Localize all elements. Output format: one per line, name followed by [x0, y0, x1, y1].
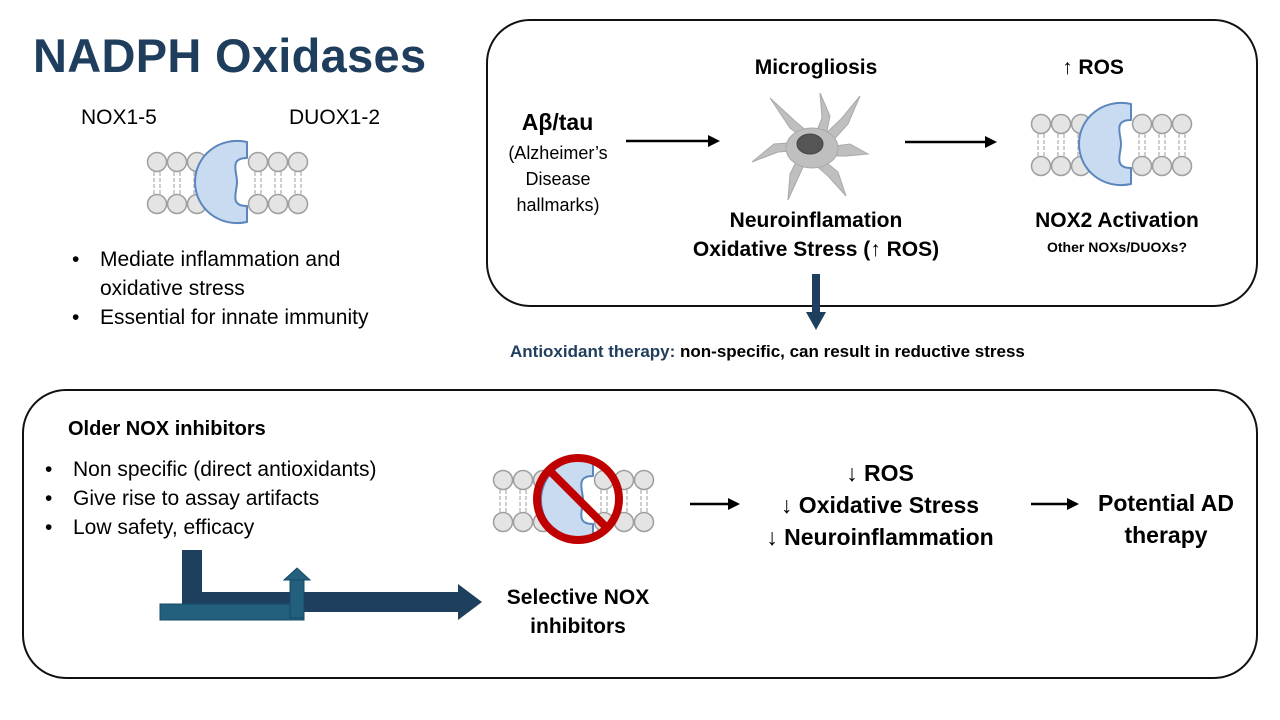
inhibition-effects: ↓ ROS ↓ Oxidative Stress ↓ Neuroinflamma…	[740, 457, 1020, 553]
arrow-icon	[1031, 498, 1079, 510]
potential-therapy-label: Potential AD therapy	[1082, 487, 1250, 551]
note-line: Disease	[525, 169, 591, 189]
outcome-line: therapy	[1124, 522, 1208, 548]
older-inhibitors-title: Older NOX inhibitors	[68, 418, 266, 440]
effect-line: ↓ Neuroinflammation	[766, 524, 994, 550]
nox-label: NOX1-5	[81, 106, 157, 129]
list-item: Give rise to assay artifacts	[43, 484, 463, 513]
label-line: inhibitors	[530, 615, 626, 638]
note-line: hallmarks)	[516, 195, 600, 215]
arrow-icon	[626, 135, 720, 147]
page-title: NADPH Oxidases	[33, 29, 427, 82]
abeta-tau-label: Aβ/tau	[521, 109, 594, 135]
ros-up-label: ↑ ROS	[1062, 56, 1124, 79]
older-inhibitors-list: Non specific (direct antioxidants) Give …	[43, 455, 463, 542]
other-nox-label: Other NOXs/DUOXs?	[1046, 239, 1188, 255]
prohibition-icon	[533, 454, 623, 544]
effect-line: ↓ Oxidative Stress	[780, 492, 980, 518]
inhibitor-box	[22, 389, 1258, 679]
alzheimers-note: (Alzheimer’s Disease hallmarks)	[493, 140, 623, 218]
neuroinflammation-label: Neuroinflamation	[729, 209, 903, 232]
nox-function-list: Mediate inflammation and oxidative stres…	[70, 245, 390, 332]
arrow-icon	[159, 550, 482, 621]
membrane-nox-icon	[146, 139, 309, 225]
antioxidant-therapy-note: Antioxidant therapy: non-specific, can r…	[510, 342, 1025, 362]
note-line: (Alzheimer’s	[508, 143, 608, 163]
outcome-line: Potential AD	[1098, 490, 1234, 516]
effect-line: ↓ ROS	[846, 460, 914, 486]
oxidative-stress-label: Oxidative Stress (↑ ROS)	[692, 238, 940, 261]
arrow-icon	[690, 498, 740, 510]
list-item: Essential for innate immunity	[70, 303, 390, 332]
list-item: Mediate inflammation and oxidative stres…	[70, 245, 390, 303]
list-item: Low safety, efficacy	[43, 513, 463, 542]
arrow-icon	[905, 136, 997, 148]
label-line: Selective NOX	[506, 586, 650, 609]
microgliosis-label: Microgliosis	[754, 56, 878, 79]
membrane-nox-icon	[1030, 101, 1193, 187]
antioxidant-text: non-specific, can result in reductive st…	[675, 342, 1025, 361]
nox2-activation-label: NOX2 Activation	[1035, 209, 1199, 232]
antioxidant-label: Antioxidant therapy:	[510, 342, 676, 361]
arrow-icon	[806, 274, 826, 330]
list-item: Non specific (direct antioxidants)	[43, 455, 463, 484]
pathway-box	[486, 19, 1258, 307]
duox-label: DUOX1-2	[289, 106, 381, 129]
microglia-cell-icon	[751, 92, 870, 201]
selective-inhibitors-label: Selective NOX inhibitors	[480, 583, 676, 641]
